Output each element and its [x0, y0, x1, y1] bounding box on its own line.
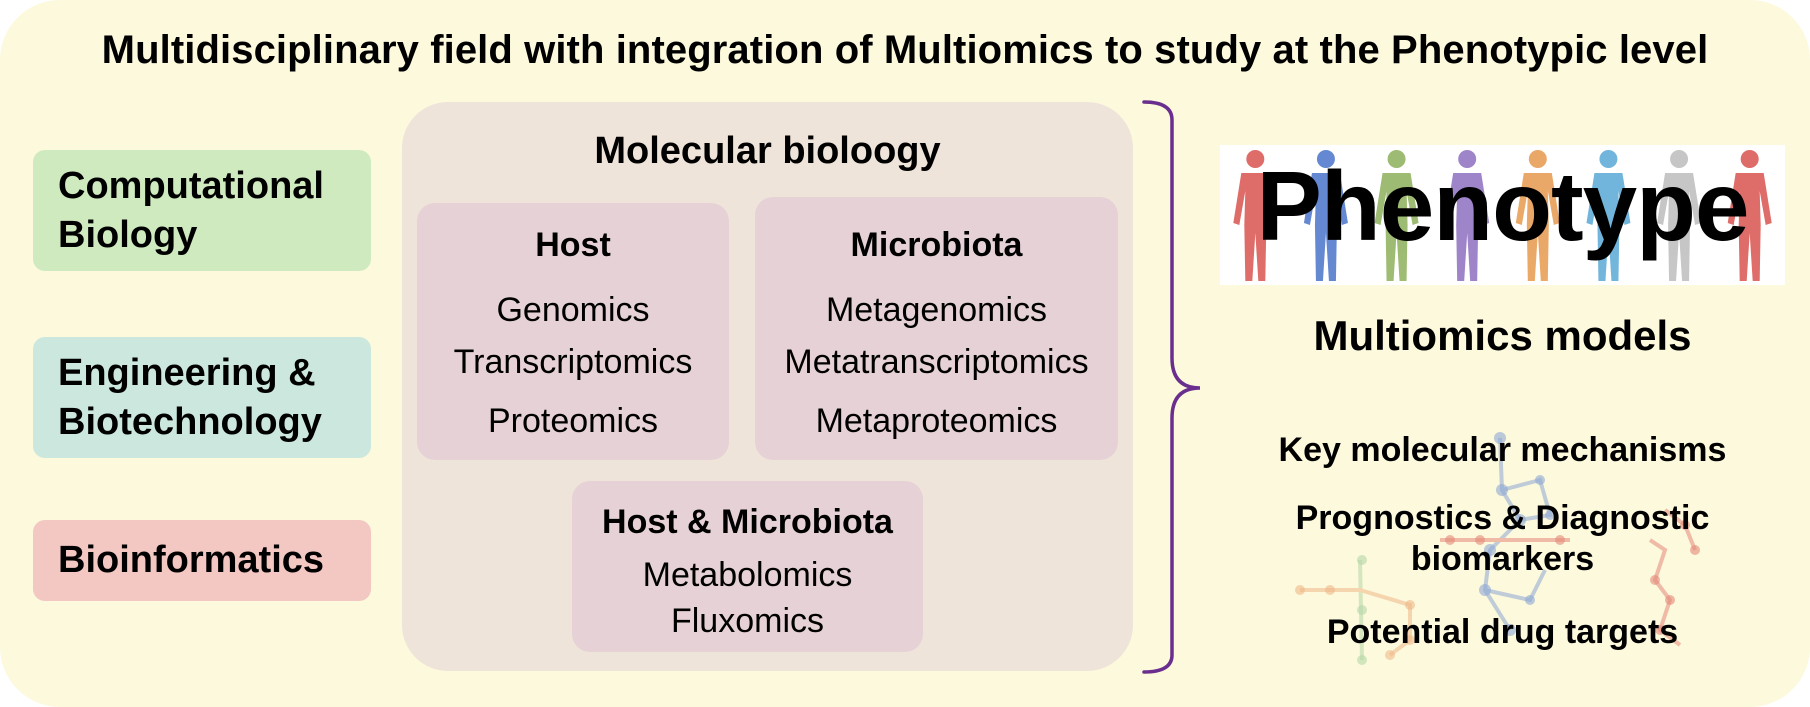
multiomics-models-title: Multiomics models: [1313, 312, 1692, 359]
molecular-network-icon: [1295, 432, 1700, 665]
host-microbiota-item: Fluxomics: [670, 602, 825, 640]
field-engineering-biotechnology: Engineering & Biotechnology: [33, 337, 371, 458]
human-figure: [1374, 150, 1419, 281]
outcome-key-mechanisms: Key molecular mechanisms: [1278, 431, 1727, 469]
human-figure: [1515, 150, 1560, 281]
molecular-biology-title: Molecular bioloogy: [594, 130, 941, 172]
microbiota-title: Microbiota: [850, 226, 1023, 264]
human-figure: [1233, 150, 1278, 281]
host-microbiota-box: Host & Microbiota Metabolomics Fluxomics: [572, 481, 923, 652]
field-label-line2: Biotechnology: [58, 400, 322, 443]
microbiota-item: Metatranscriptomics: [784, 343, 1089, 381]
host-microbiota-title: Host & Microbiota: [602, 503, 893, 541]
outcome-line: Prognostics & Diagnostic: [1295, 499, 1710, 537]
host-item: Genomics: [496, 291, 650, 329]
host-title: Host: [535, 226, 611, 264]
human-figures-icon: [1233, 150, 1772, 281]
field-label-line1: Bioinformatics: [58, 539, 325, 582]
curly-brace-icon: [1142, 100, 1200, 674]
microbiota-item: Metaproteomics: [815, 402, 1058, 440]
human-figure: [1657, 150, 1702, 281]
field-bioinformatics: Bioinformatics: [33, 520, 371, 601]
microbiota-box: Microbiota Metagenomics Metatranscriptom…: [755, 197, 1118, 460]
phenotype-label: Phenotype: [1256, 151, 1750, 261]
host-item: Proteomics: [487, 402, 659, 440]
host-item: Transcriptomics: [453, 343, 693, 381]
field-label-line1: Engineering &: [58, 352, 316, 395]
outcome-prognostics-diagnostic: Prognostics & Diagnostic biomarkers: [1220, 498, 1785, 581]
field-computational-biology: Computational Biology: [33, 150, 371, 271]
human-figure: [1303, 150, 1348, 281]
host-microbiota-item: Metabolomics: [642, 556, 853, 594]
outcome-line: biomarkers: [1410, 540, 1595, 579]
host-box: Host Genomics Transcriptomics Proteomics: [417, 203, 729, 460]
human-figure: [1727, 150, 1772, 281]
human-figure: [1586, 150, 1631, 281]
phenotype-image: [1220, 145, 1785, 285]
outcome-drug-targets: Potential drug targets: [1326, 613, 1679, 651]
field-label-line1: Computational: [58, 165, 324, 208]
human-figure: [1445, 150, 1490, 281]
microbiota-item: Metagenomics: [825, 291, 1048, 329]
field-label-line2: Biology: [58, 213, 198, 256]
diagram-title: Multidisciplinary field with integration…: [101, 28, 1709, 72]
